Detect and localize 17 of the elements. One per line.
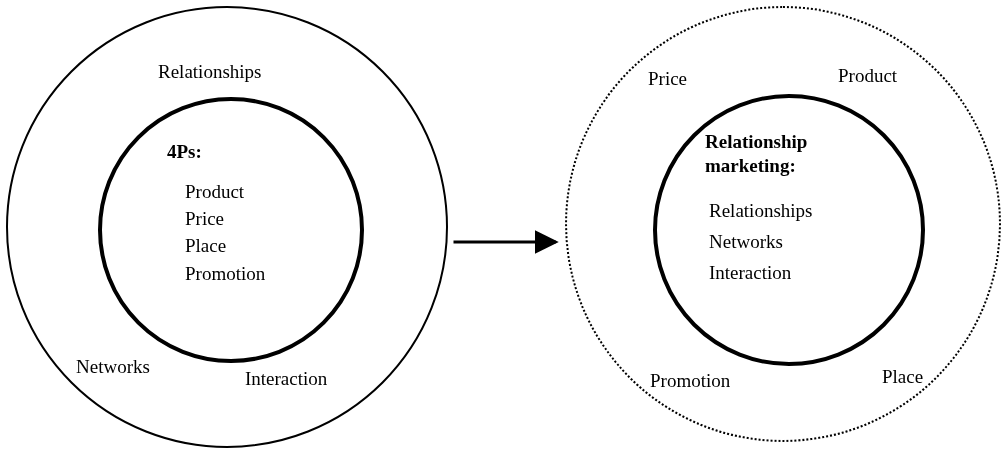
item-label: Relationships (709, 199, 813, 223)
item-label: Promotion (185, 262, 266, 286)
item-label: Price (648, 67, 688, 91)
item-label: Relationships (158, 60, 262, 84)
item-label: Networks (709, 230, 783, 254)
item-label: Interaction (245, 367, 328, 391)
item-label: Promotion (650, 369, 731, 393)
item-label: Price (185, 207, 225, 231)
item-label: Interaction (709, 261, 792, 285)
item-label: Product (185, 180, 245, 204)
item-label: Place (882, 365, 924, 389)
heading-text: 4Ps: (167, 140, 202, 164)
item-label: Networks (76, 355, 150, 379)
heading-text: Relationship marketing: (705, 130, 809, 178)
item-label: Product (838, 64, 898, 88)
arrow (453, 230, 559, 254)
item-label: Place (185, 234, 227, 258)
